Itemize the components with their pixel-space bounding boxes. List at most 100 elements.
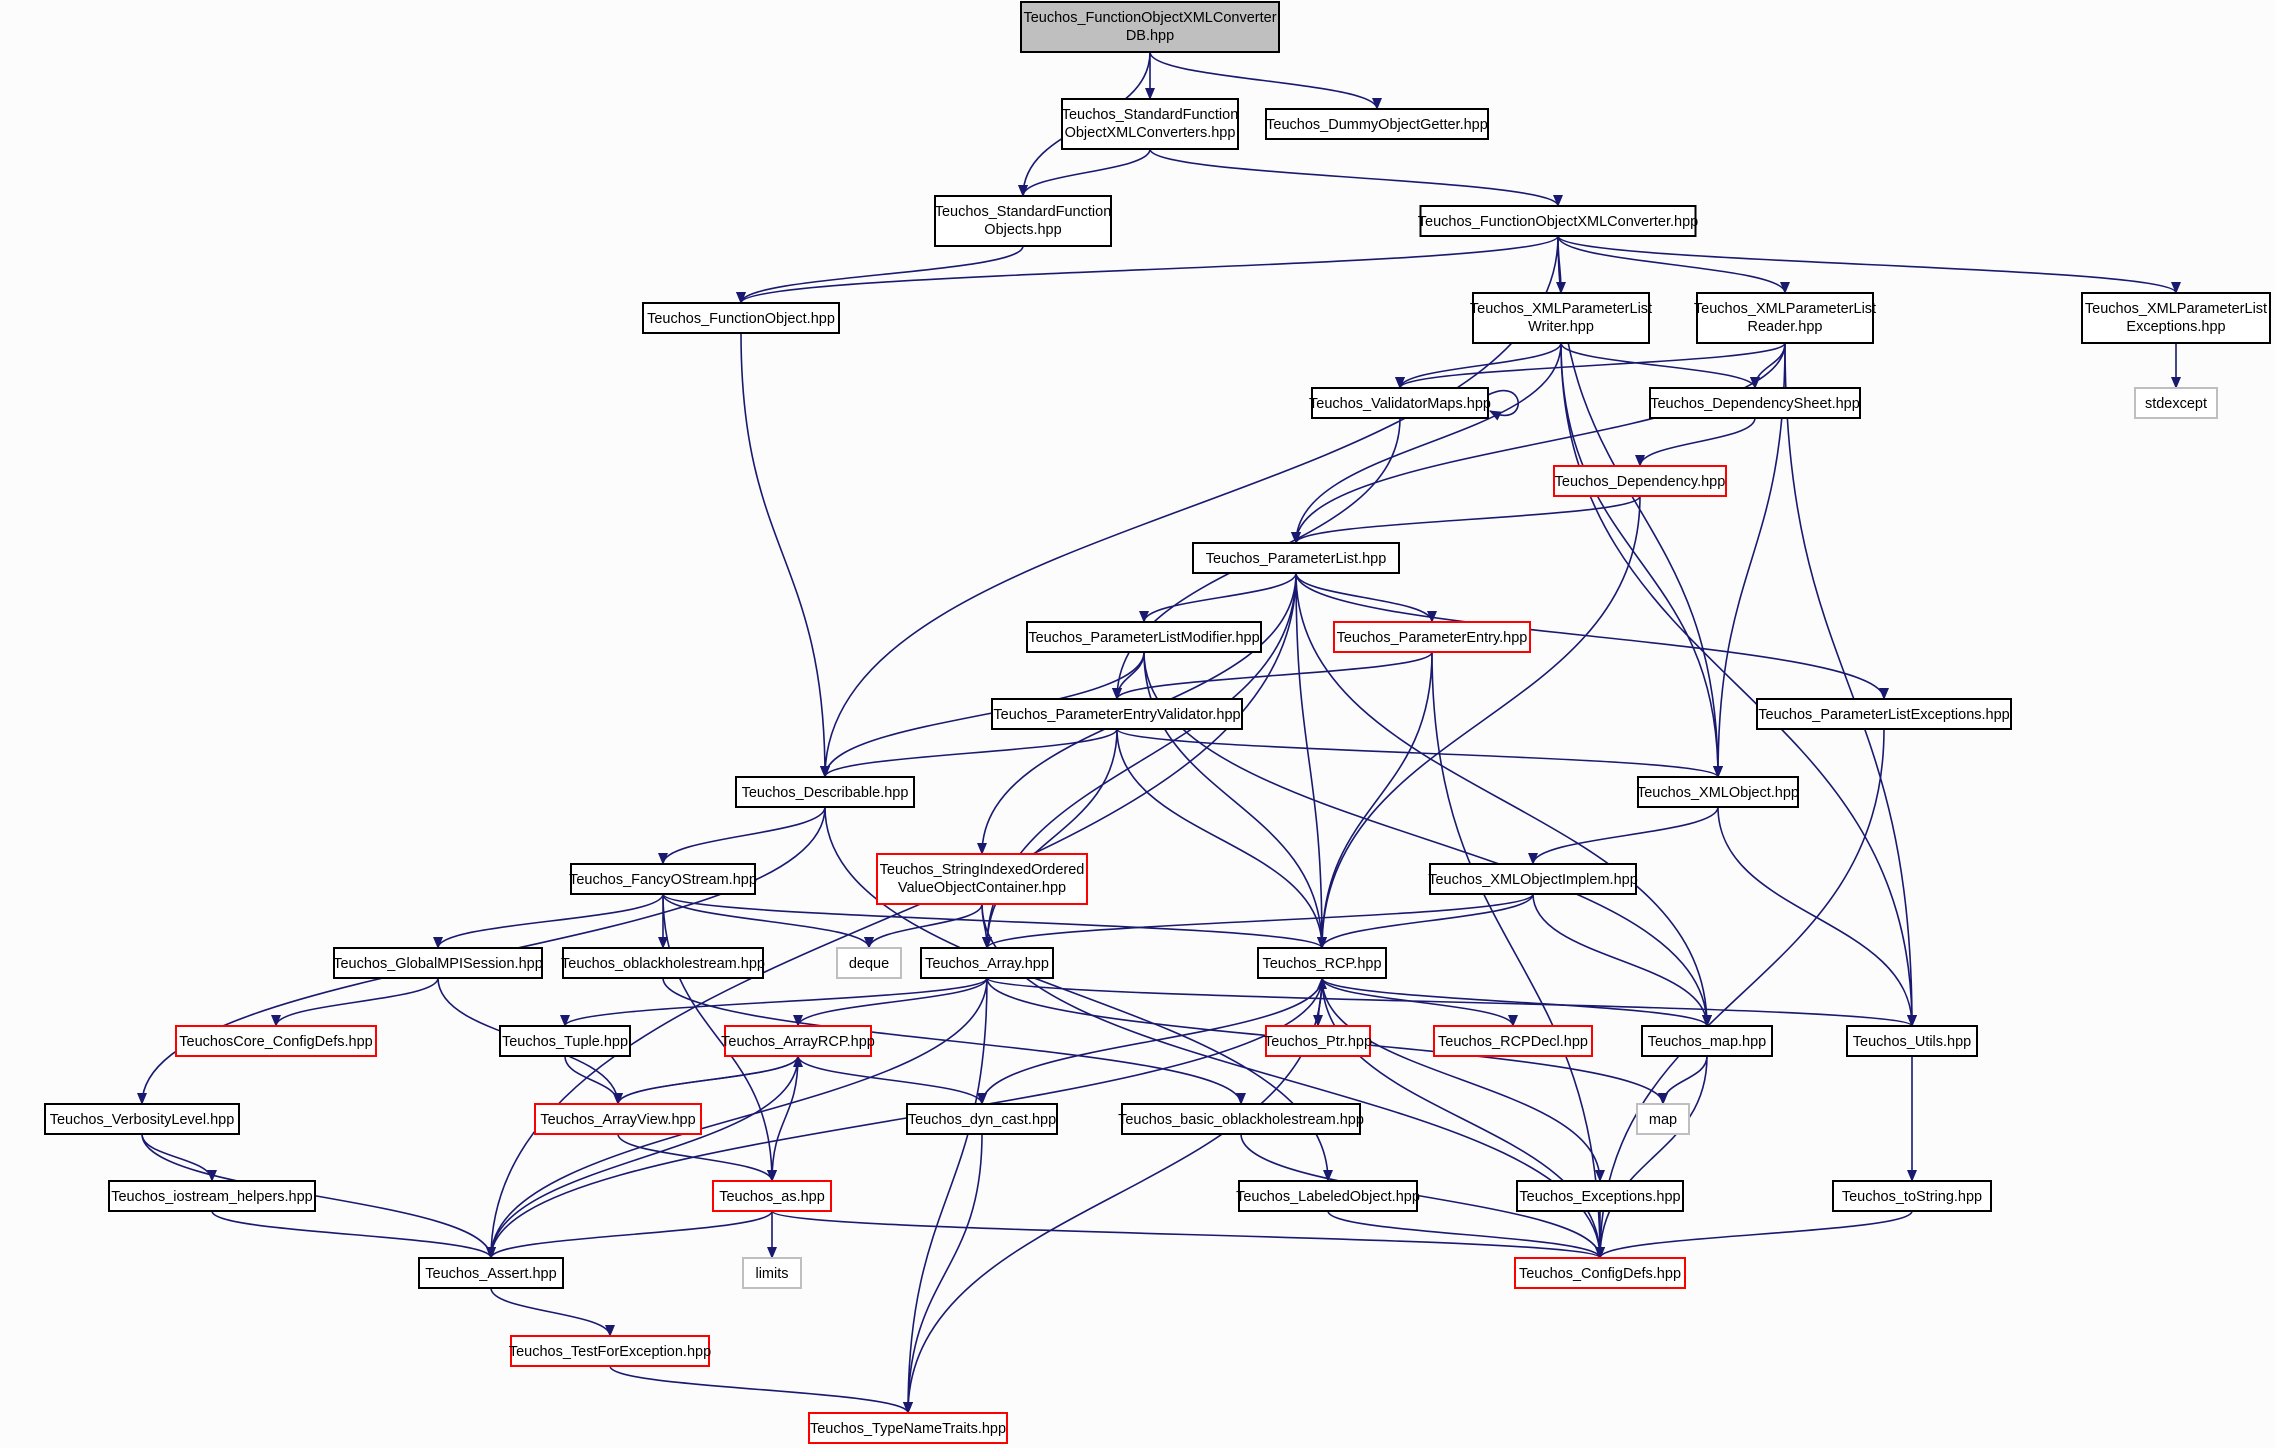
node-paramlist[interactable]: Teuchos_ParameterList.hpp	[1192, 542, 1400, 574]
node-typenametraits[interactable]: Teuchos_TypeNameTraits.hpp	[808, 1412, 1008, 1444]
node-label: Teuchos_XMLParameterList	[2085, 301, 2267, 317]
node-map_hpp[interactable]: Teuchos_map.hpp	[1641, 1025, 1773, 1057]
node-stdfoxml[interactable]: Teuchos_StandardFunctionObjectXMLConvert…	[1061, 98, 1239, 150]
node-validatormaps[interactable]: Teuchos_ValidatorMaps.hpp	[1309, 387, 1491, 419]
node-arrayrcp[interactable]: Teuchos_ArrayRCP.hpp	[721, 1025, 875, 1057]
node-xmlobject[interactable]: Teuchos_XMLObject.hpp	[1637, 776, 1799, 808]
edge-arrayrcp-to-as	[767, 1055, 799, 1182]
node-ptr[interactable]: Teuchos_Ptr.hpp	[1264, 1025, 1372, 1057]
node-oblackholestream[interactable]: Teuchos_oblackholestream.hpp	[561, 947, 765, 979]
node-siovoc[interactable]: Teuchos_StringIndexedOrderedValueObjectC…	[876, 853, 1088, 905]
node-array[interactable]: Teuchos_Array.hpp	[920, 947, 1054, 979]
node-describable[interactable]: Teuchos_Describable.hpp	[735, 776, 915, 808]
edge-tostring-to-configdefs	[1595, 1210, 1913, 1259]
edge-arrayview-to-as	[617, 1133, 777, 1182]
node-fo[interactable]: Teuchos_FunctionObject.hpp	[642, 302, 840, 334]
file-node-icon	[991, 698, 1243, 730]
edge-rcp-to-map_hpp	[1321, 977, 1712, 1027]
edge-depsheet-to-dependency	[1635, 417, 1756, 467]
node-configdefs[interactable]: Teuchos_ConfigDefs.hpp	[1514, 1257, 1686, 1289]
file-node-icon	[808, 1412, 1008, 1444]
node-utils[interactable]: Teuchos_Utils.hpp	[1846, 1025, 1978, 1057]
node-tostring[interactable]: Teuchos_toString.hpp	[1832, 1180, 1992, 1212]
node-stdexcept[interactable]: stdexcept	[2134, 387, 2218, 419]
node-plexceptions[interactable]: Teuchos_ParameterListExceptions.hpp	[1756, 698, 2012, 730]
edge-xmlobjimpl-to-map_hpp	[1532, 893, 1712, 1027]
node-label: Teuchos_basic_oblackholestream.hpp	[1118, 1112, 1364, 1128]
node-label: Teuchos_VerbosityLevel.hpp	[50, 1112, 235, 1128]
file-node-icon	[642, 302, 840, 334]
node-pevalidator[interactable]: Teuchos_ParameterEntryValidator.hpp	[991, 698, 1243, 730]
edge-stdfoxml-to-stdfo	[1018, 148, 1151, 197]
node-label: TeuchosCore_ConfigDefs.hpp	[179, 1034, 372, 1050]
node-verbosity[interactable]: Teuchos_VerbosityLevel.hpp	[44, 1103, 240, 1135]
node-dyncast[interactable]: Teuchos_dyn_cast.hpp	[906, 1103, 1058, 1135]
edge-xmlplreader-to-utils	[1784, 342, 1917, 1027]
node-coreconfigdefs[interactable]: TeuchosCore_ConfigDefs.hpp	[175, 1025, 377, 1057]
node-exceptions[interactable]: Teuchos_Exceptions.hpp	[1516, 1180, 1684, 1212]
node-label: Teuchos_LabeledObject.hpp	[1236, 1189, 1420, 1205]
node-limits[interactable]: limits	[742, 1257, 802, 1289]
file-node-icon	[1020, 1, 1280, 53]
node-assert[interactable]: Teuchos_Assert.hpp	[418, 1257, 564, 1289]
edge-plmodifier-to-describable	[820, 651, 1145, 778]
edge-fancyostream-to-globalmpi	[433, 893, 664, 949]
edge-fo-to-describable	[740, 332, 830, 778]
edge-dependency-to-rcp	[1317, 495, 1641, 949]
node-rcpdecl[interactable]: Teuchos_RCPDecl.hpp	[1433, 1025, 1593, 1057]
node-depsheet[interactable]: Teuchos_DependencySheet.hpp	[1649, 387, 1861, 419]
node-map_sys[interactable]: map	[1636, 1103, 1690, 1135]
node-label: Teuchos_StandardFunction	[1062, 107, 1239, 123]
edge-basicoblack-to-configdefs	[1240, 1133, 1605, 1259]
edge-xmlplreader-to-xmlobject	[1713, 342, 1786, 778]
file-node-icon	[934, 195, 1112, 247]
node-label: Teuchos_TypeNameTraits.hpp	[810, 1421, 1006, 1437]
node-fancyostream[interactable]: Teuchos_FancyOStream.hpp	[569, 863, 757, 895]
node-label: DB.hpp	[1126, 28, 1174, 44]
node-label: Teuchos_ParameterEntry.hpp	[1337, 630, 1528, 646]
edge-rcp-to-dyncast	[977, 977, 1323, 1105]
file-node-icon	[1553, 465, 1727, 497]
file-node-icon	[1192, 542, 1400, 574]
file-node-icon	[1265, 108, 1489, 140]
edge-xmlplwriter-to-depsheet	[1560, 342, 1760, 389]
node-arrayview[interactable]: Teuchos_ArrayView.hpp	[534, 1103, 702, 1135]
node-globalmpi[interactable]: Teuchos_GlobalMPISession.hpp	[333, 947, 543, 979]
nodes-layer: Teuchos_FunctionObjectXMLConverterDB.hpp…	[44, 1, 2271, 1444]
edge-rcp-to-exceptions	[1321, 977, 1605, 1182]
node-dependency[interactable]: Teuchos_Dependency.hpp	[1553, 465, 1727, 497]
file-node-icon	[1514, 1257, 1686, 1289]
edge-plexceptions-to-configdefs	[1595, 728, 1885, 1259]
node-testforexc[interactable]: Teuchos_TestForException.hpp	[509, 1335, 711, 1367]
node-iostreamhelpers[interactable]: Teuchos_iostream_helpers.hpp	[108, 1180, 316, 1212]
node-deque[interactable]: deque	[836, 947, 902, 979]
edge-testforexc-to-typenametraits	[609, 1365, 913, 1414]
file-node-icon	[1516, 1180, 1684, 1212]
node-plmodifier[interactable]: Teuchos_ParameterListModifier.hpp	[1026, 621, 1262, 653]
node-label: Teuchos_Dependency.hpp	[1555, 474, 1726, 490]
node-xmlobjimpl[interactable]: Teuchos_XMLObjectImplem.hpp	[1428, 863, 1638, 895]
node-basicoblack[interactable]: Teuchos_basic_oblackholestream.hpp	[1118, 1103, 1364, 1135]
node-tuple[interactable]: Teuchos_Tuple.hpp	[499, 1025, 631, 1057]
node-labeledobject[interactable]: Teuchos_LabeledObject.hpp	[1236, 1180, 1420, 1212]
node-label: Teuchos_StringIndexedOrdered	[880, 862, 1085, 878]
node-label: Teuchos_XMLObjectImplem.hpp	[1428, 872, 1638, 888]
node-dummygetter[interactable]: Teuchos_DummyObjectGetter.hpp	[1265, 108, 1489, 140]
node-foxml[interactable]: Teuchos_FunctionObjectXMLConverter.hpp	[1418, 205, 1699, 237]
node-paramentry[interactable]: Teuchos_ParameterEntry.hpp	[1333, 621, 1531, 653]
edge-rcp-to-rcpdecl	[1321, 977, 1518, 1027]
file-node-icon	[712, 1180, 832, 1212]
edge-paramentry-to-rcp	[1317, 651, 1433, 949]
file-node-icon	[1121, 1103, 1361, 1135]
node-label: Teuchos_ArrayRCP.hpp	[721, 1034, 875, 1050]
file-node-icon	[1238, 1180, 1418, 1212]
node-as[interactable]: Teuchos_as.hpp	[712, 1180, 832, 1212]
node-rcp[interactable]: Teuchos_RCP.hpp	[1257, 947, 1387, 979]
edge-dependency-to-paramlist	[1291, 495, 1641, 544]
